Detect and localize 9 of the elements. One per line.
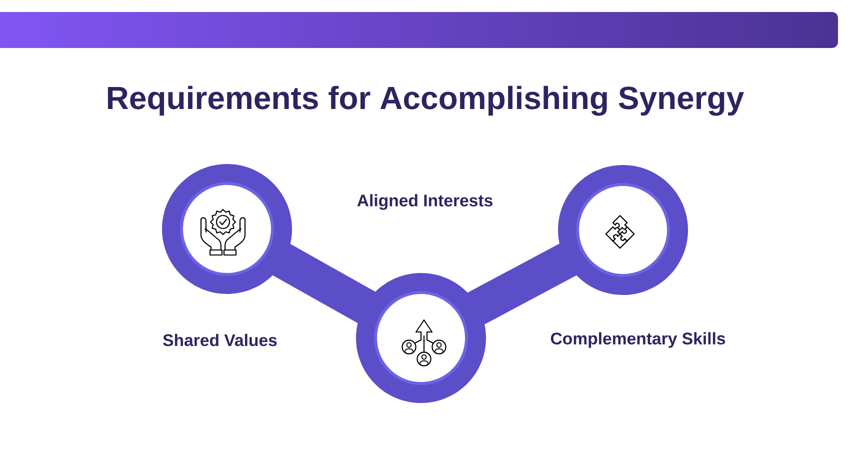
ring-circle — [356, 273, 486, 403]
connector-band — [272, 244, 376, 324]
item-label: Aligned Interests — [357, 194, 492, 210]
ring-circle — [162, 164, 292, 294]
item-label: Shared Values — [163, 334, 277, 346]
item-label: Complementary Skills — [550, 332, 726, 348]
title: Requirements for Accomplishing Synergy — [108, 86, 744, 116]
connector-band — [467, 243, 577, 325]
ring-circle — [558, 165, 688, 295]
